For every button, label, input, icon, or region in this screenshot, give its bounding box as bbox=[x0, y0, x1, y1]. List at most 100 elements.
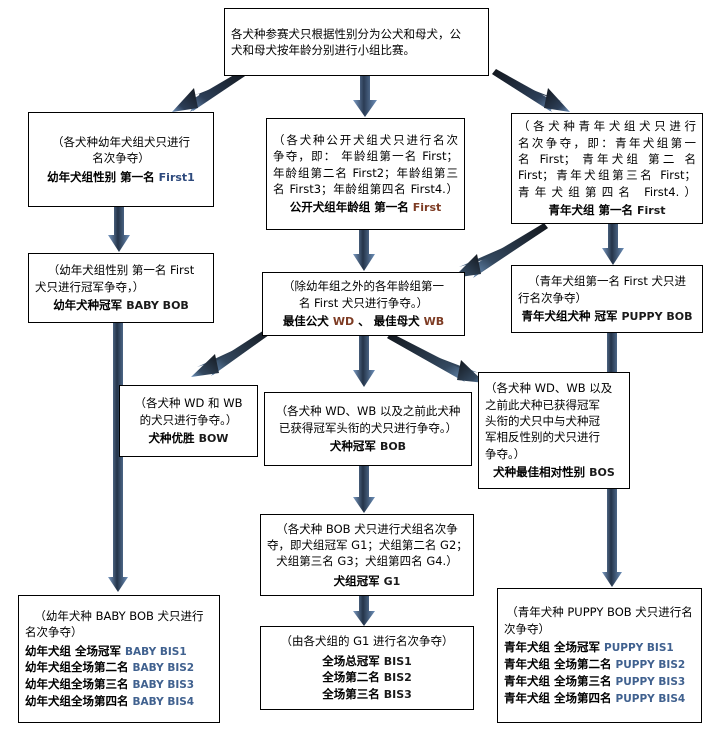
bow-desc-2: 的犬只进行争夺。） bbox=[139, 412, 238, 427]
bow-result: 犬种优胜 BOW bbox=[126, 430, 251, 447]
arrow-g1-to-bis bbox=[352, 595, 376, 627]
puppy-first-desc-4: First；青年犬组第三名 First； bbox=[518, 168, 696, 183]
box-root-grouping-rule: 各犬种参赛犬只根据性别分为公犬和母犬，公 犬和母犬按年龄分别进行小组比赛。 bbox=[224, 8, 489, 76]
puppy-bis-row-2: 青年犬组 全场第二名 PUPPY BIS2 bbox=[504, 656, 695, 673]
puppy-bob-desc-2: 行名次争夺） bbox=[518, 290, 587, 305]
box-bob: （各犬种 WD、WB 以及之前此犬种 已获得冠军头衔的犬只进行争夺。） 犬种冠军… bbox=[264, 392, 472, 466]
bis-row-1: 全场总冠军 BIS1 bbox=[267, 653, 467, 670]
open-first-result-en: First bbox=[412, 201, 442, 215]
open-first-result: 公开犬组年龄组 第一名 First bbox=[273, 199, 458, 216]
arrow-root-to-puppy-first bbox=[490, 69, 582, 117]
arrow-root-to-baby-first bbox=[160, 69, 250, 117]
baby-bis-row-4-en: BABY BIS4 bbox=[132, 696, 195, 709]
bis-row-2-cn: 全场第二名 bbox=[322, 670, 380, 685]
bob-result: 犬种冠军 BOB bbox=[271, 438, 465, 455]
baby-bob-result: 幼年犬种冠军 BABY BOB bbox=[35, 297, 207, 314]
bis-row-2: 全场第二名 BIS2 bbox=[267, 669, 467, 686]
puppy-bis-row-1-en: PUPPY BIS1 bbox=[604, 642, 674, 655]
bos-result-en: BOS bbox=[589, 466, 615, 480]
baby-first-desc-2: 名次争夺） bbox=[92, 151, 150, 166]
g1-desc-3: 犬组第三名 G3；犬组第四名 G4.） bbox=[276, 554, 458, 569]
box-wd-wb: （除幼年组之外的各年龄组第一 名 First 犬只进行争夺。） 最佳公犬 WD … bbox=[262, 272, 465, 336]
bos-desc-4: 军相反性别的犬只进行 bbox=[485, 430, 600, 445]
arrow-bob-to-g1 bbox=[352, 466, 376, 514]
puppy-bis-desc-2: 次争夺） bbox=[504, 621, 550, 636]
wd-wb-desc-2: 名 First 犬只进行争夺。） bbox=[298, 295, 429, 310]
arrow-puppy-first-to-puppy-bob bbox=[601, 224, 625, 266]
puppy-bob-result-cn: 青年犬组犬种 冠军 bbox=[521, 309, 618, 324]
baby-first-result-en: First1 bbox=[158, 170, 195, 184]
arrow-baby-first-to-baby-bob bbox=[107, 207, 131, 253]
box-baby-group-first: （各犬种幼年犬组犬只进行 名次争夺） 幼年犬组性别 第一名 First1 bbox=[28, 112, 214, 207]
bis-row-1-cn: 全场总冠军 bbox=[322, 653, 380, 668]
root-line-2: 犬和母犬按年龄分别进行小组比赛。 bbox=[231, 43, 415, 57]
bis-desc-1: （由各犬组的 G1 进行名次争夺） bbox=[280, 634, 454, 649]
baby-bis-row-2-cn: 幼年犬组全场第二名 bbox=[25, 660, 129, 675]
baby-bis-row-3-cn: 幼年犬组全场第三名 bbox=[25, 677, 129, 692]
puppy-bis-row-4-en: PUPPY BIS4 bbox=[615, 692, 686, 705]
bos-desc-5: 争夺。） bbox=[485, 446, 526, 461]
open-first-desc-1: （各犬种公开犬组犬只进行名次 bbox=[273, 133, 458, 148]
puppy-bis-row-1: 青年犬组 全场冠军 PUPPY BIS1 bbox=[504, 639, 695, 656]
baby-bis-row-1: 幼年犬组 全场冠军 BABY BIS1 bbox=[25, 643, 213, 660]
baby-first-result: 幼年犬组性别 第一名 First1 bbox=[35, 169, 207, 186]
bos-result-cn: 犬种最佳相对性别 bbox=[493, 465, 586, 480]
wd-wb-result-en-b: WB bbox=[423, 315, 445, 329]
bow-result-cn: 犬种优胜 bbox=[148, 431, 195, 446]
puppy-first-result-cn: 青年犬组 第一名 bbox=[548, 203, 633, 218]
arrow-root-to-open-first bbox=[352, 76, 378, 118]
puppy-bis-row-3-cn: 青年犬组 全场第三名 bbox=[504, 673, 612, 688]
baby-bis-row-4-cn: 幼年犬组全场第四名 bbox=[25, 694, 129, 709]
wd-wb-result-cn-b: 最佳母犬 bbox=[373, 314, 420, 329]
arrow-open-first-to-wd-wb bbox=[352, 230, 376, 272]
bob-result-en: BOB bbox=[379, 440, 407, 454]
wd-wb-desc-1: （除幼年组之外的各年龄组第一 bbox=[283, 279, 444, 294]
baby-bis-row-1-cn: 幼年犬组 全场冠军 bbox=[25, 643, 122, 658]
g1-result: 犬组冠军 G1 bbox=[267, 573, 467, 590]
box-bos: （各犬种 WD、WB 以及 之前此犬种已获得冠军 头衔的犬只中与犬种冠 军相反性… bbox=[478, 372, 630, 489]
bos-result: 犬种最佳相对性别 BOS bbox=[485, 464, 623, 481]
puppy-bob-result-en: PUPPY BOB bbox=[621, 310, 693, 324]
puppy-bob-desc-1: （青年犬组第一名 First 犬只进 bbox=[527, 274, 686, 289]
puppy-first-result: 青年犬组 第一名 First bbox=[518, 202, 696, 219]
baby-bis-row-3-en: BABY BIS3 bbox=[132, 679, 195, 692]
puppy-first-result-en: First bbox=[637, 204, 666, 218]
bob-desc-1: （各犬种 WD、WB 以及之前此犬种 bbox=[275, 404, 461, 419]
puppy-first-desc-5: 青年犬组第四名 First4.） bbox=[518, 184, 696, 199]
bis-row-1-en: BIS1 bbox=[383, 654, 412, 668]
wd-wb-result-en-a: WD bbox=[332, 315, 355, 329]
puppy-bis-row-3-en: PUPPY BIS3 bbox=[615, 675, 686, 688]
baby-bob-result-cn: 幼年犬种冠军 bbox=[53, 298, 123, 313]
bis-row-3: 全场第三名 BIS3 bbox=[267, 686, 467, 703]
box-open-group-first: （各犬种公开犬组犬只进行名次 争夺，即： 年龄组第一名 First； 年龄组第二… bbox=[266, 118, 465, 230]
baby-bob-desc-2: 犬只进行冠军争夺，） bbox=[35, 279, 145, 294]
g1-desc-1: （各犬种 BOB 犬只进行犬组名次争 bbox=[276, 521, 458, 536]
baby-bis-desc-2: 名次争夺） bbox=[25, 625, 83, 640]
bis-row-3-cn: 全场第三名 bbox=[322, 686, 380, 701]
puppy-bis-row-4: 青年犬组 全场第四名 PUPPY BIS4 bbox=[504, 690, 695, 707]
arrow-wd-wb-to-bob bbox=[352, 336, 376, 388]
puppy-first-desc-1: （各犬种青年犬组犬只进行 bbox=[518, 119, 696, 134]
box-puppy-bob: （青年犬组第一名 First 犬只进 行名次争夺） 青年犬组犬种 冠军 PUPP… bbox=[511, 265, 703, 333]
puppy-first-desc-2: 名次争夺，即：青年犬组第一 bbox=[518, 135, 696, 150]
baby-bis-desc-1: （幼年犬种 BABY BOB 犬只进行 bbox=[34, 608, 204, 623]
bos-desc-1: （各犬种 WD、WB 以及 bbox=[485, 381, 613, 396]
baby-bob-result-en: BABY BOB bbox=[126, 299, 189, 313]
puppy-bis-row-3: 青年犬组 全场第三名 PUPPY BIS3 bbox=[504, 673, 695, 690]
root-line-1: 各犬种参赛犬只根据性别分为公犬和母犬，公 bbox=[231, 26, 461, 41]
puppy-first-desc-3: 名 First； 青年犬组 第二 名 bbox=[518, 152, 696, 167]
arrow-wd-wb-to-bow bbox=[185, 327, 275, 385]
box-bow: （各犬种 WD 和 WB 的犬只进行争夺。） 犬种优胜 BOW bbox=[119, 385, 258, 457]
baby-bis-row-2: 幼年犬组全场第二名 BABY BIS2 bbox=[25, 659, 213, 676]
bos-desc-3: 头衔的犬只中与犬种冠 bbox=[485, 414, 600, 429]
g1-desc-2: 夺，即犬组冠军 G1；犬组第二名 G2； bbox=[267, 538, 468, 553]
baby-first-desc-1: （各犬种幼年犬组犬只进行 bbox=[52, 134, 190, 149]
box-group-g1: （各犬种 BOB 犬只进行犬组名次争 夺，即犬组冠军 G1；犬组第二名 G2； … bbox=[260, 514, 474, 596]
arrow-baby-bob-to-baby-bis bbox=[107, 323, 129, 593]
puppy-bis-row-1-cn: 青年犬组 全场冠军 bbox=[504, 640, 601, 655]
baby-bis-row-1-en: BABY BIS1 bbox=[125, 645, 187, 658]
g1-result-cn: 犬组冠军 bbox=[333, 573, 380, 588]
bob-result-cn: 犬种冠军 bbox=[329, 439, 376, 454]
box-bis: （由各犬组的 G1 进行名次争夺） 全场总冠军 BIS1 全场第二名 BIS2 … bbox=[260, 626, 474, 710]
bow-result-en: BOW bbox=[198, 432, 229, 446]
